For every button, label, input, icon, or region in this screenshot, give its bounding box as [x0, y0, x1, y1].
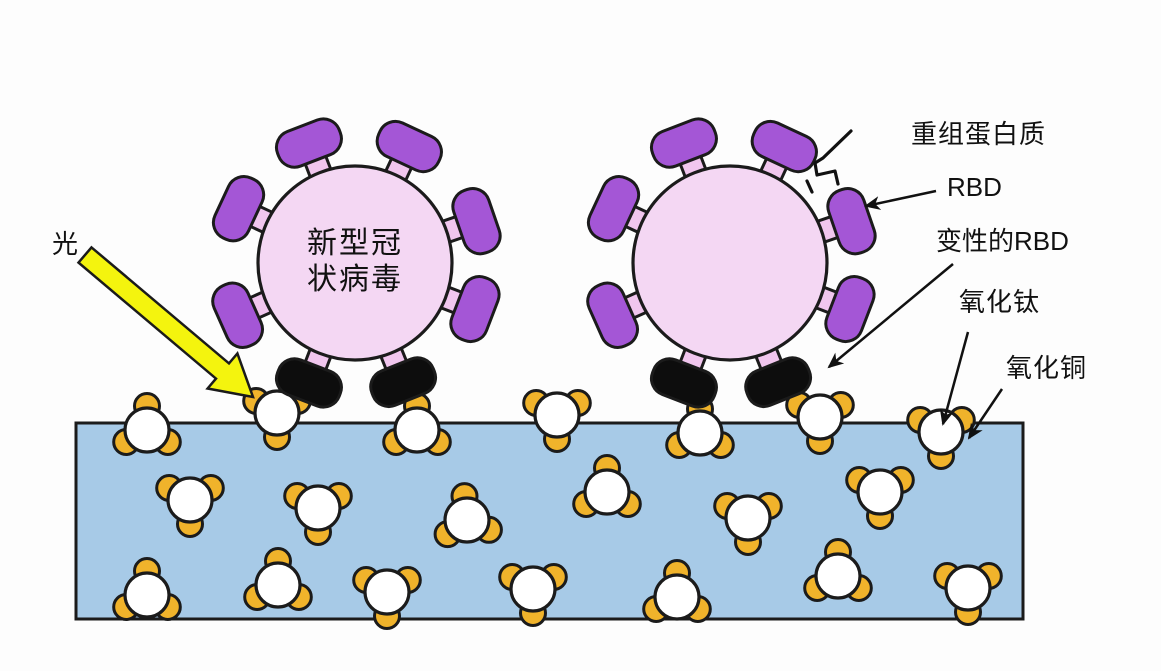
tio2-cuo-particle — [155, 474, 225, 538]
rbd-spike-tip-icon — [211, 281, 264, 349]
tio2-cuo-particle — [665, 395, 735, 459]
virus-name-line2: 状病毒 — [307, 263, 403, 296]
copper-oxide-pointer-arrow — [967, 388, 1004, 440]
virus-spike — [421, 275, 501, 344]
virus-name-label: 新型冠 状病毒 — [255, 226, 455, 298]
virus-layer — [211, 117, 877, 409]
copper-oxide-label: 氧化铜 — [1006, 353, 1088, 383]
tio2-sphere-icon — [123, 571, 171, 619]
tio2-sphere-icon — [123, 406, 171, 454]
virus-body — [256, 164, 454, 362]
rbd-spike-tip-icon — [826, 187, 877, 256]
tio2-sphere-icon — [944, 564, 992, 612]
tio2-sphere-icon — [294, 484, 342, 532]
tio2-cuo-particle — [498, 563, 568, 627]
tio2-sphere-icon — [676, 409, 724, 457]
tio2-cuo-particle — [642, 559, 712, 623]
tio2-cuo-particle — [572, 454, 642, 518]
tio2-sphere-icon — [254, 561, 302, 609]
tio2-cuo-particle — [713, 492, 783, 556]
virus-body — [631, 164, 829, 362]
denatured-spike-tip-icon — [369, 356, 438, 409]
titanium-oxide-label: 氧化钛 — [959, 287, 1041, 317]
tio2-cuo-particle — [803, 538, 873, 602]
tio2-sphere-icon — [724, 494, 772, 542]
rbd-spike-tip-icon — [649, 117, 718, 169]
tio2-cuo-particle — [522, 389, 592, 453]
rbd-spike-tip-icon — [449, 275, 501, 344]
tio2-sphere-icon — [917, 408, 965, 456]
recombinant-protein-squiggle-icon — [805, 129, 853, 194]
recombinant-protein-label: 重组蛋白质 — [911, 119, 1047, 149]
coronavirus — [211, 117, 502, 409]
rbd-spike-tip-icon — [375, 119, 443, 174]
denatured-spike-tip-icon — [274, 357, 343, 409]
tio2-cuo-particle — [243, 547, 313, 611]
rbd-label: RBD — [947, 172, 1002, 202]
rbd-spike-tip-icon — [586, 281, 639, 349]
rbd-spike-tip-icon — [211, 175, 266, 243]
rbd-spike-tip-icon — [451, 187, 502, 256]
tio2-sphere-icon — [166, 476, 214, 524]
tio2-sphere-icon — [856, 468, 904, 516]
tio2-sphere-icon — [509, 565, 557, 613]
tio2-sphere-icon — [363, 568, 411, 616]
tio2-sphere-icon — [443, 496, 491, 544]
denatured-spike-tip-icon — [744, 356, 813, 409]
titanium-oxide-pointer-arrow — [939, 331, 970, 426]
light-label: 光 — [52, 229, 80, 259]
rbd-spike-tip-icon — [750, 119, 818, 174]
tio2-cuo-particle — [433, 482, 503, 549]
rbd-pointer-arrow — [864, 189, 937, 210]
tio2-cuo-particle — [933, 562, 1003, 626]
light-arrow-icon — [76, 245, 255, 399]
tio2-sphere-icon — [583, 468, 631, 516]
rbd-spike-tip-icon — [824, 275, 876, 344]
denatured-rbd-label: 变性的RBD — [936, 226, 1069, 256]
denatured-rbd-pointer-arrow — [827, 263, 954, 369]
tio2-cuo-particle — [112, 557, 182, 621]
rbd-spike-tip-icon — [586, 175, 641, 243]
tio2-sphere-icon — [796, 393, 844, 441]
tio2-sphere-icon — [653, 573, 701, 621]
tio2-sphere-icon — [814, 552, 862, 600]
virus-name-line1: 新型冠 — [307, 227, 403, 260]
rbd-spike-tip-icon — [274, 117, 343, 169]
coronavirus — [586, 117, 877, 409]
tio2-cuo-particle — [785, 391, 855, 455]
tio2-sphere-icon — [533, 391, 581, 439]
tio2-sphere-icon — [253, 389, 301, 437]
tio2-cuo-particle — [352, 566, 422, 630]
tio2-sphere-icon — [393, 406, 441, 454]
tio2-cuo-particle — [112, 392, 182, 456]
denatured-spike-tip-icon — [649, 357, 718, 409]
tio2-cuo-particle — [845, 466, 915, 530]
tio2-cuo-particle — [283, 482, 353, 546]
